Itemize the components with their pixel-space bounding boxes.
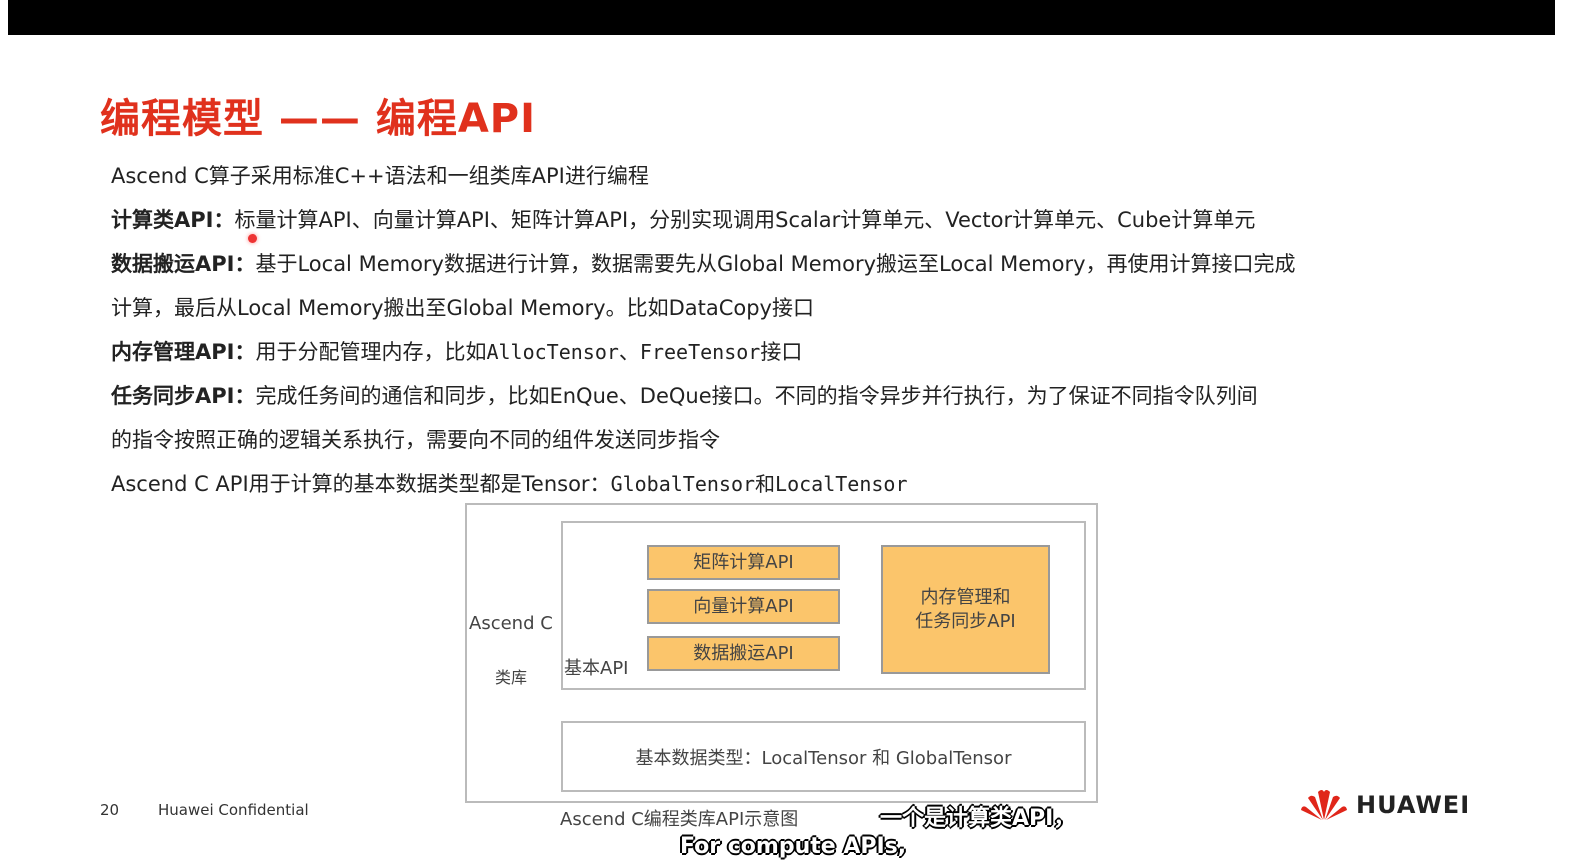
tensor-code: GlobalTensor和LocalTensor xyxy=(610,472,908,496)
compute-api-line: 计算类API：标量计算API、向量计算API、矩阵计算API，分别实现调用Sca… xyxy=(111,198,1491,242)
sync-api-line: 任务同步API：完成任务间的通信和同步，比如EnQue、DeQue接口。不同的指… xyxy=(111,374,1491,418)
free-tensor-code: FreeTensor xyxy=(639,340,761,364)
matrix-api-block: 矩阵计算API xyxy=(647,545,840,580)
alloc-tensor-code: AllocTensor xyxy=(486,340,619,364)
intro-line: Ascend C算子采用标准C++语法和一组类库API进行编程 xyxy=(111,164,649,188)
tensor-text: Ascend C API用于计算的基本数据类型都是Tensor： xyxy=(111,472,611,496)
slide-body: Ascend C算子采用标准C++语法和一组类库API进行编程 计算类API：标… xyxy=(111,154,1491,506)
laser-pointer-dot xyxy=(248,234,257,243)
memory-api-line: 内存管理API：用于分配管理内存，比如AllocTensor、FreeTenso… xyxy=(111,330,1491,374)
datamove-api-text: 基于Local Memory数据进行计算，数据需要先从Global Memory… xyxy=(255,252,1296,276)
library-label-2: 类库 xyxy=(495,668,528,687)
sync-api-label: 任务同步API： xyxy=(111,384,256,408)
huawei-petal-icon xyxy=(1301,790,1347,820)
basic-api-label: 基本API xyxy=(564,658,629,679)
slide-title: 编程模型 —— 编程API xyxy=(100,96,537,142)
subtitle-en: For compute APIs, xyxy=(680,834,907,859)
memsync-line-2: 任务同步API xyxy=(915,610,1016,632)
vector-api-block: 向量计算API xyxy=(647,589,840,624)
separator: 、 xyxy=(618,340,640,364)
memory-sync-api-block: 内存管理和任务同步API xyxy=(881,545,1050,674)
huawei-wordmark: HUAWEI xyxy=(1356,791,1471,819)
confidential-label: Huawei Confidential xyxy=(158,801,309,819)
video-top-bar xyxy=(8,0,1555,35)
data-types-box: 基本数据类型：LocalTensor 和 GlobalTensor xyxy=(561,721,1086,792)
datamove-api-block: 数据搬运API xyxy=(647,636,840,671)
memsync-line-1: 内存管理和 xyxy=(920,586,1011,608)
compute-api-text: 标量计算API、向量计算API、矩阵计算API，分别实现调用Scalar计算单元… xyxy=(234,208,1256,232)
tensor-line: Ascend C API用于计算的基本数据类型都是Tensor：GlobalTe… xyxy=(111,462,1491,506)
huawei-logo: HUAWEI xyxy=(1300,788,1470,822)
sync-api-line-2: 的指令按照正确的逻辑关系执行，需要向不同的组件发送同步指令 xyxy=(111,428,720,452)
datamove-api-line: 数据搬运API：基于Local Memory数据进行计算，数据需要先从Globa… xyxy=(111,242,1491,286)
memory-api-suffix: 接口 xyxy=(760,340,803,364)
diagram-caption: Ascend C编程类库API示意图 xyxy=(560,809,799,830)
datamove-api-label: 数据搬运API： xyxy=(111,252,256,276)
memory-api-label: 内存管理API： xyxy=(111,340,256,364)
page-number: 20 xyxy=(100,801,120,819)
compute-api-label: 计算类API： xyxy=(111,208,235,232)
memory-api-text: 用于分配管理内存，比如 xyxy=(255,340,487,364)
datamove-api-line-2: 计算，最后从Local Memory搬出至Global Memory。比如Dat… xyxy=(111,296,814,320)
subtitle-zh: 一个是计算类API， xyxy=(880,806,1076,831)
sync-api-text: 完成任务间的通信和同步，比如EnQue、DeQue接口。不同的指令异步并行执行，… xyxy=(255,384,1258,408)
library-label-1: Ascend C xyxy=(469,613,553,634)
